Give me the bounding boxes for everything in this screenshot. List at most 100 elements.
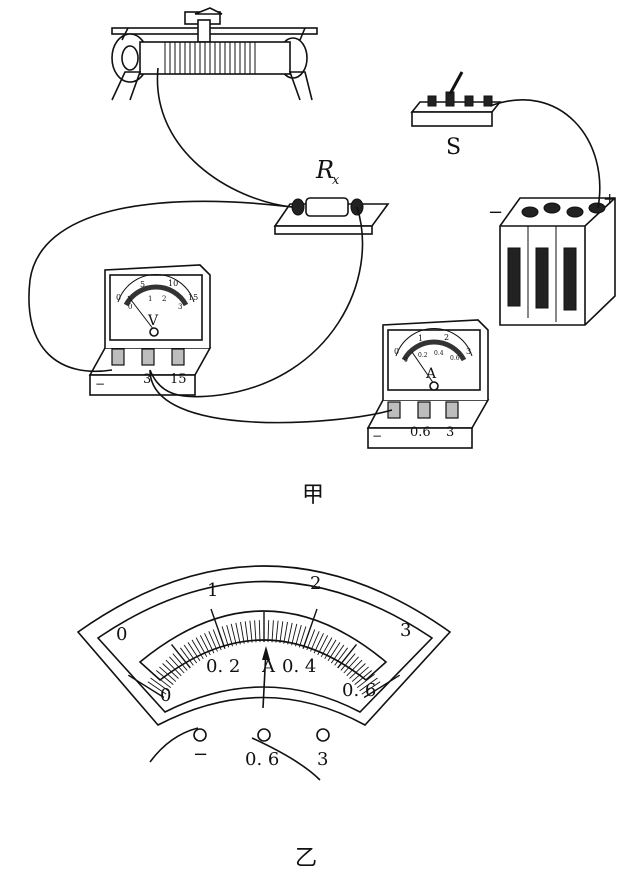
scale-top-1: 1 xyxy=(207,580,218,601)
scale-tick xyxy=(127,674,165,699)
scale-tick xyxy=(165,659,182,677)
scale-tick xyxy=(287,622,293,645)
scale-tick xyxy=(349,663,366,679)
switch-label: S xyxy=(446,135,461,160)
ammeter-scale-top-2: 2 xyxy=(444,333,449,342)
scale-tick xyxy=(337,643,358,669)
resistor-rx: R x xyxy=(273,156,390,235)
voltmeter-scale-bottom-1: 1 xyxy=(148,295,152,303)
scale-tick xyxy=(302,608,318,649)
scale-tick xyxy=(291,623,298,646)
ammeter-scale-top-1: 1 xyxy=(418,334,423,343)
scale-tick xyxy=(150,677,169,692)
switch-s: S xyxy=(410,71,502,160)
terminal-0-6 xyxy=(257,728,271,742)
scale-tick xyxy=(327,642,341,662)
scale-tick xyxy=(361,681,381,695)
voltmeter-terminal-minus: − xyxy=(95,377,105,391)
ammeter-pointer xyxy=(262,646,270,709)
scale-tick xyxy=(172,653,188,671)
caption-jia: 甲 xyxy=(302,483,324,508)
scale-tick xyxy=(271,620,274,643)
ammeter-symbol: A xyxy=(425,366,437,382)
scale-tick xyxy=(310,631,320,652)
scale-tick xyxy=(156,670,174,685)
scale-tick xyxy=(249,620,253,643)
ammeter-scale-bottom-2: 0.4 xyxy=(434,350,444,357)
scale-tick xyxy=(298,626,307,648)
scale-tick xyxy=(226,624,233,647)
scale-tick xyxy=(359,677,378,692)
terminal-label-3: 3 xyxy=(317,749,328,770)
figure-yi: 0 1 2 3 0 0. 2 0. 4 0. 6 A − 0. 6 3 乙 xyxy=(76,565,452,871)
connecting-wires xyxy=(28,67,601,424)
scale-tick xyxy=(267,620,270,643)
scale-tick xyxy=(162,663,179,679)
scale-tick xyxy=(169,656,185,674)
voltmeter-scale-top-2: 10 xyxy=(168,279,178,288)
scale-bottom-0-6: 0. 6 xyxy=(342,680,376,701)
battery-minus-label: − xyxy=(488,202,503,223)
scale-tick xyxy=(191,639,204,660)
scale-tick xyxy=(275,620,279,643)
ammeter: 0 1 2 3 0 0.2 0.4 0.6 A − 0.6 3 xyxy=(366,319,490,449)
rheostat-coil xyxy=(164,42,256,74)
scale-tick xyxy=(324,639,337,660)
terminal-label-0-6: 0. 6 xyxy=(245,749,279,770)
scale-tick xyxy=(351,666,369,682)
ammeter-scale-top-0: 0 xyxy=(394,347,399,356)
scale-tick xyxy=(230,623,237,646)
scale-tick xyxy=(356,673,375,689)
scale-tick xyxy=(183,644,198,664)
scale-tick xyxy=(179,647,194,666)
scale-tick xyxy=(283,621,288,644)
scale-tick xyxy=(153,673,172,689)
scale-tick xyxy=(295,624,302,647)
scale-tick xyxy=(147,681,167,695)
figure-jia: S R x − + xyxy=(28,7,616,508)
scale-tick xyxy=(340,653,356,671)
scale-tick xyxy=(317,635,329,656)
scale-tick xyxy=(204,633,215,654)
terminal-minus xyxy=(193,728,207,742)
voltmeter-scale-top-3: 15 xyxy=(188,293,198,302)
ammeter-scale-bottom-1: 0.2 xyxy=(418,352,428,359)
scale-top-0: 0 xyxy=(116,624,127,645)
terminal-3 xyxy=(316,728,330,742)
scale-tick xyxy=(330,644,345,664)
voltmeter-scale-bottom-2: 2 xyxy=(162,295,166,303)
ammeter-scale-bottom-0: 0 xyxy=(404,357,408,364)
scale-tick xyxy=(343,656,359,674)
resistor-subscript: x xyxy=(332,173,340,188)
ammeter-face-outer xyxy=(76,565,452,727)
voltmeter: 0 5 10 15 0 1 2 3 V − 3 15 xyxy=(88,264,212,396)
scale-tick xyxy=(240,621,245,644)
scale-tick xyxy=(170,643,191,669)
scale-tick xyxy=(199,635,211,656)
ammeter-scale-ticks xyxy=(127,608,401,699)
battery: − + xyxy=(488,189,616,326)
scale-top-2: 2 xyxy=(310,573,321,594)
scale-tick xyxy=(279,621,284,644)
ammeter-terminal-0-6: 0.6 xyxy=(410,425,431,440)
voltmeter-scale-bottom-3: 3 xyxy=(178,303,182,311)
slide-rheostat xyxy=(111,7,318,101)
scale-tick xyxy=(334,647,349,666)
scale-tick xyxy=(195,637,208,658)
terminal-label-minus: − xyxy=(193,744,208,765)
scale-bottom-0-2: 0. 2 xyxy=(206,656,240,677)
scale-tick xyxy=(354,670,372,685)
scale-bottom-0: 0 xyxy=(160,685,171,706)
scale-tick xyxy=(208,631,218,652)
scale-tick xyxy=(258,620,261,643)
ammeter-terminal-minus: − xyxy=(372,429,382,443)
scale-tick xyxy=(210,608,226,649)
scale-tick xyxy=(235,622,241,645)
scale-tick xyxy=(363,674,401,699)
voltmeter-scale-top-0: 0 xyxy=(116,293,121,302)
voltmeter-terminal-3: 3 xyxy=(143,372,151,387)
voltmeter-terminal-15: 15 xyxy=(170,372,187,387)
scale-bottom-0-4: 0. 4 xyxy=(282,656,316,677)
voltmeter-symbol: V xyxy=(147,313,159,329)
